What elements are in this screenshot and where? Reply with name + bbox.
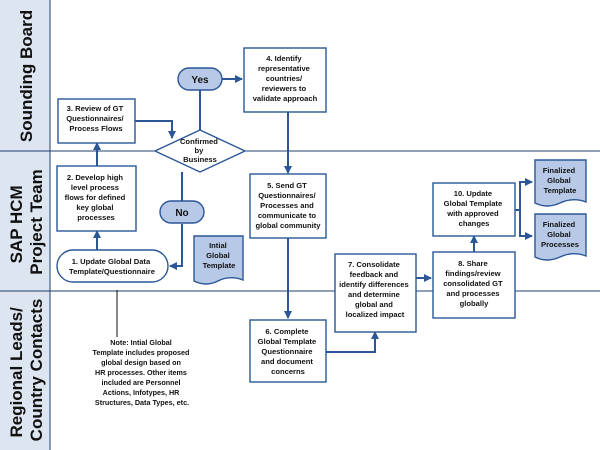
step-10-text: 10. Update Global Template with approved… <box>444 189 505 228</box>
step-3-text: 3. Review of GT Questionnaires/ Process … <box>66 104 126 133</box>
step-1-box <box>56 249 169 283</box>
decision-confirmed-by-business <box>153 129 247 173</box>
lane-label-sounding-board: Sounding Board <box>17 10 36 142</box>
edge-10-to-final-processes <box>519 210 533 240</box>
edge-10-to-final-template <box>515 178 533 211</box>
document-final-processes-text: Finalized Global Processes <box>541 220 579 249</box>
step-3-box <box>57 98 136 144</box>
step-6-text: 6. Complete Global Template Questionnair… <box>258 327 319 376</box>
note-text: Note: Intial Global Template includes pr… <box>93 338 192 407</box>
step-4-box <box>243 47 327 113</box>
step-8-text: 8. Share findings/review consolidated GT… <box>443 259 505 308</box>
decision-text: Confirmed by Business <box>180 137 220 164</box>
yes-label: Yes <box>191 75 209 86</box>
step-1-text: 1. Update Global Data Template/Questionn… <box>69 257 155 276</box>
document-initial-global-template <box>193 235 244 285</box>
step-10-box <box>432 182 516 237</box>
edge-6-to-7 <box>326 331 379 353</box>
step-5-text: 5. Send GT Questionnaires/ Processes and… <box>256 181 322 230</box>
edge-no-to-1 <box>169 224 183 270</box>
step-7-text: 7. Consolidate feedback and identify dif… <box>339 260 411 319</box>
document-finalized-global-processes <box>534 213 587 261</box>
lane-label-regional-leads: Regional Leads/ Country Contacts <box>7 299 46 442</box>
step-2-text: 2. Develop high level process flows for … <box>65 173 128 222</box>
document-final-template-text: Finalized Global Template <box>543 166 578 195</box>
step-7-box <box>334 253 417 333</box>
step-2-box <box>56 165 137 232</box>
no-label: No <box>175 208 188 219</box>
yes-pill <box>177 67 223 91</box>
edge-3-to-decision <box>135 120 176 139</box>
lane-label-sap-hcm: SAP HCM Project Team <box>7 169 46 275</box>
step-4-text: 4. Identify representative countries/ re… <box>253 54 318 103</box>
document-finalized-global-template <box>534 159 587 207</box>
step-8-box <box>432 251 516 319</box>
step-6-box <box>249 319 327 383</box>
lane-header-column <box>0 0 50 450</box>
step-5-box <box>249 173 327 239</box>
no-pill <box>159 200 205 224</box>
document-initial-text: Intial Global Template <box>203 241 236 270</box>
